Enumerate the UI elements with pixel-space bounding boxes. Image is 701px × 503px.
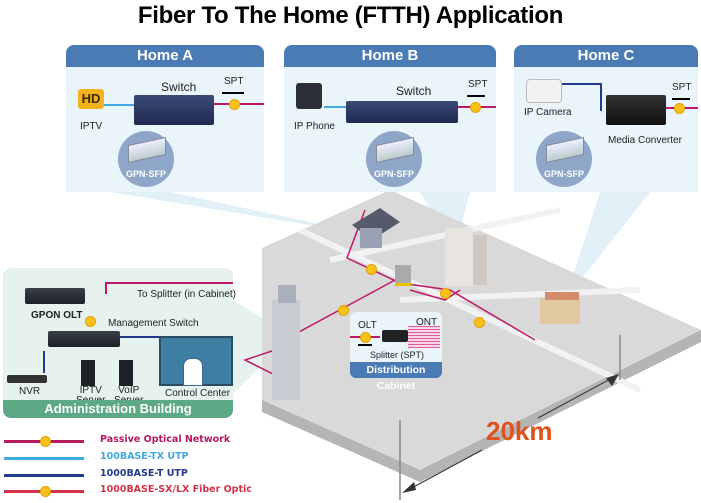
media-converter-label: Media Converter bbox=[608, 135, 682, 146]
voip-server-label-line1: VoIP bbox=[118, 385, 140, 396]
utp-line bbox=[562, 83, 602, 111]
switch-label: Switch bbox=[396, 84, 432, 98]
utp-line bbox=[324, 106, 350, 108]
office-tower-icon bbox=[272, 285, 300, 400]
arrow-left-icon bbox=[222, 92, 244, 94]
ip-phone-label: IP Phone bbox=[294, 121, 335, 132]
distance-label: 20km bbox=[486, 416, 553, 446]
distance-arrow-left bbox=[407, 449, 483, 491]
arrow-left-icon bbox=[467, 95, 485, 97]
media-converter-icon[interactable] bbox=[606, 95, 666, 125]
gpn-sfp-module: GPN-SFP bbox=[118, 131, 174, 187]
home-b-header: Home B bbox=[284, 45, 496, 67]
spt-label: SPT bbox=[672, 82, 692, 93]
legend-label: 1000BASE-SX/LX Fiber Optic bbox=[100, 484, 252, 495]
iptv-server-icon bbox=[81, 360, 95, 386]
gpon-olt-icon[interactable] bbox=[25, 288, 85, 304]
utp-line bbox=[43, 351, 45, 373]
ip-camera-label: IP Camera bbox=[524, 107, 572, 118]
legend-item-1000base-t: 1000BASE-T UTP bbox=[4, 468, 304, 482]
legend-line-100base-tx bbox=[4, 457, 84, 460]
pon-badge bbox=[674, 103, 685, 114]
ip-phone-icon bbox=[296, 83, 322, 109]
administration-building-footer: Administration Building bbox=[3, 400, 233, 418]
sfp-label: GPN-SFP bbox=[373, 169, 414, 179]
pon-badge bbox=[338, 305, 349, 316]
spt-label: SPT bbox=[224, 76, 244, 87]
pon-badge bbox=[360, 332, 371, 343]
ont-label: ONT bbox=[416, 317, 438, 328]
home-a-panel: Home A HD IPTV Switch SPT GPN-SFP bbox=[66, 45, 264, 192]
sfp-label: GPN-SFP bbox=[125, 169, 166, 179]
pon-badge bbox=[474, 317, 485, 328]
page-title: Fiber To The Home (FTTH) Application bbox=[137, 2, 564, 29]
pon-badge bbox=[470, 102, 481, 113]
distance-arrow-right bbox=[537, 376, 615, 419]
sfp-icon bbox=[546, 136, 584, 164]
legend-item-100base-tx: 100BASE-TX UTP bbox=[4, 451, 304, 465]
home-a-callout bbox=[110, 192, 370, 235]
legend-label: 100BASE-TX UTP bbox=[100, 451, 189, 462]
home-a-header: Home A bbox=[66, 45, 264, 67]
ip-camera-icon bbox=[526, 79, 562, 103]
olt-label: OLT bbox=[358, 320, 377, 331]
house-icon bbox=[352, 208, 400, 248]
iptv-server-label-line1: IPTV bbox=[79, 385, 102, 396]
sfp-icon bbox=[376, 136, 414, 164]
pon-badge bbox=[366, 264, 377, 275]
villa-icon bbox=[540, 292, 580, 324]
voip-server-icon bbox=[119, 360, 133, 386]
fiber-fanout bbox=[408, 326, 440, 348]
arrow-left-icon bbox=[358, 344, 372, 346]
utp-line bbox=[120, 336, 160, 338]
splitter-icon bbox=[382, 330, 408, 342]
sfp-label: GPN-SFP bbox=[543, 169, 584, 179]
utp-line bbox=[104, 104, 134, 106]
distribution-box-icon bbox=[395, 265, 411, 286]
distribution-cabinet-footer: Distribution Cabinet bbox=[350, 362, 442, 392]
pon-badge bbox=[229, 99, 240, 110]
distribution-cabinet-panel: OLT ONT Splitter (SPT) Distribution Cabi… bbox=[350, 312, 442, 392]
switch-icon[interactable] bbox=[346, 101, 458, 123]
administration-building-panel: To Splitter (in Cabinet) GPON OLT Manage… bbox=[3, 268, 236, 418]
apartment-icon bbox=[445, 228, 487, 286]
switch-icon[interactable] bbox=[134, 95, 214, 125]
gpn-sfp-module: GPN-SFP bbox=[366, 131, 422, 187]
operator-icon bbox=[183, 358, 203, 386]
1000-badge bbox=[85, 316, 96, 327]
ground-plane bbox=[262, 190, 701, 470]
gpn-sfp-module: GPN-SFP bbox=[536, 131, 592, 187]
to-splitter-label: To Splitter (in Cabinet) bbox=[137, 289, 236, 300]
1000-badge bbox=[40, 486, 51, 497]
legend-line-1000base-t bbox=[4, 474, 84, 477]
nvr-icon bbox=[7, 375, 47, 383]
management-switch-label: Management Switch bbox=[108, 318, 199, 329]
legend-item-1000base-sx-lx: 1000BASE-SX/LX Fiber Optic bbox=[4, 484, 304, 498]
gpon-olt-label: GPON OLT bbox=[31, 310, 83, 321]
home-c-panel: Home C IP Camera Media Converter SPT GPN… bbox=[514, 45, 698, 192]
home-c-header: Home C bbox=[514, 45, 698, 67]
pon-line bbox=[105, 282, 107, 294]
management-switch-icon[interactable] bbox=[48, 331, 120, 347]
control-center-label: Control Center bbox=[165, 388, 231, 399]
nvr-label: NVR bbox=[19, 386, 41, 397]
sfp-icon bbox=[128, 136, 166, 164]
pon-line bbox=[105, 282, 233, 284]
home-c-callout bbox=[565, 192, 650, 300]
splitter-label: Splitter (SPT) bbox=[370, 350, 425, 360]
legend-label: Passive Optical Network bbox=[100, 434, 231, 445]
home-b-panel: Home B IP Phone Switch SPT GPN-SFP bbox=[284, 45, 496, 192]
spt-label: SPT bbox=[468, 79, 488, 90]
legend-item-pon: Passive Optical Network bbox=[4, 434, 304, 448]
pon-badge bbox=[40, 436, 51, 447]
arrow-left-icon bbox=[672, 98, 690, 100]
iptv-label: IPTV bbox=[80, 121, 103, 132]
switch-label: Switch bbox=[161, 80, 197, 94]
legend-label: 1000BASE-T UTP bbox=[100, 468, 188, 479]
pon-badge bbox=[440, 288, 451, 299]
hd-tv-icon: HD bbox=[78, 89, 104, 109]
